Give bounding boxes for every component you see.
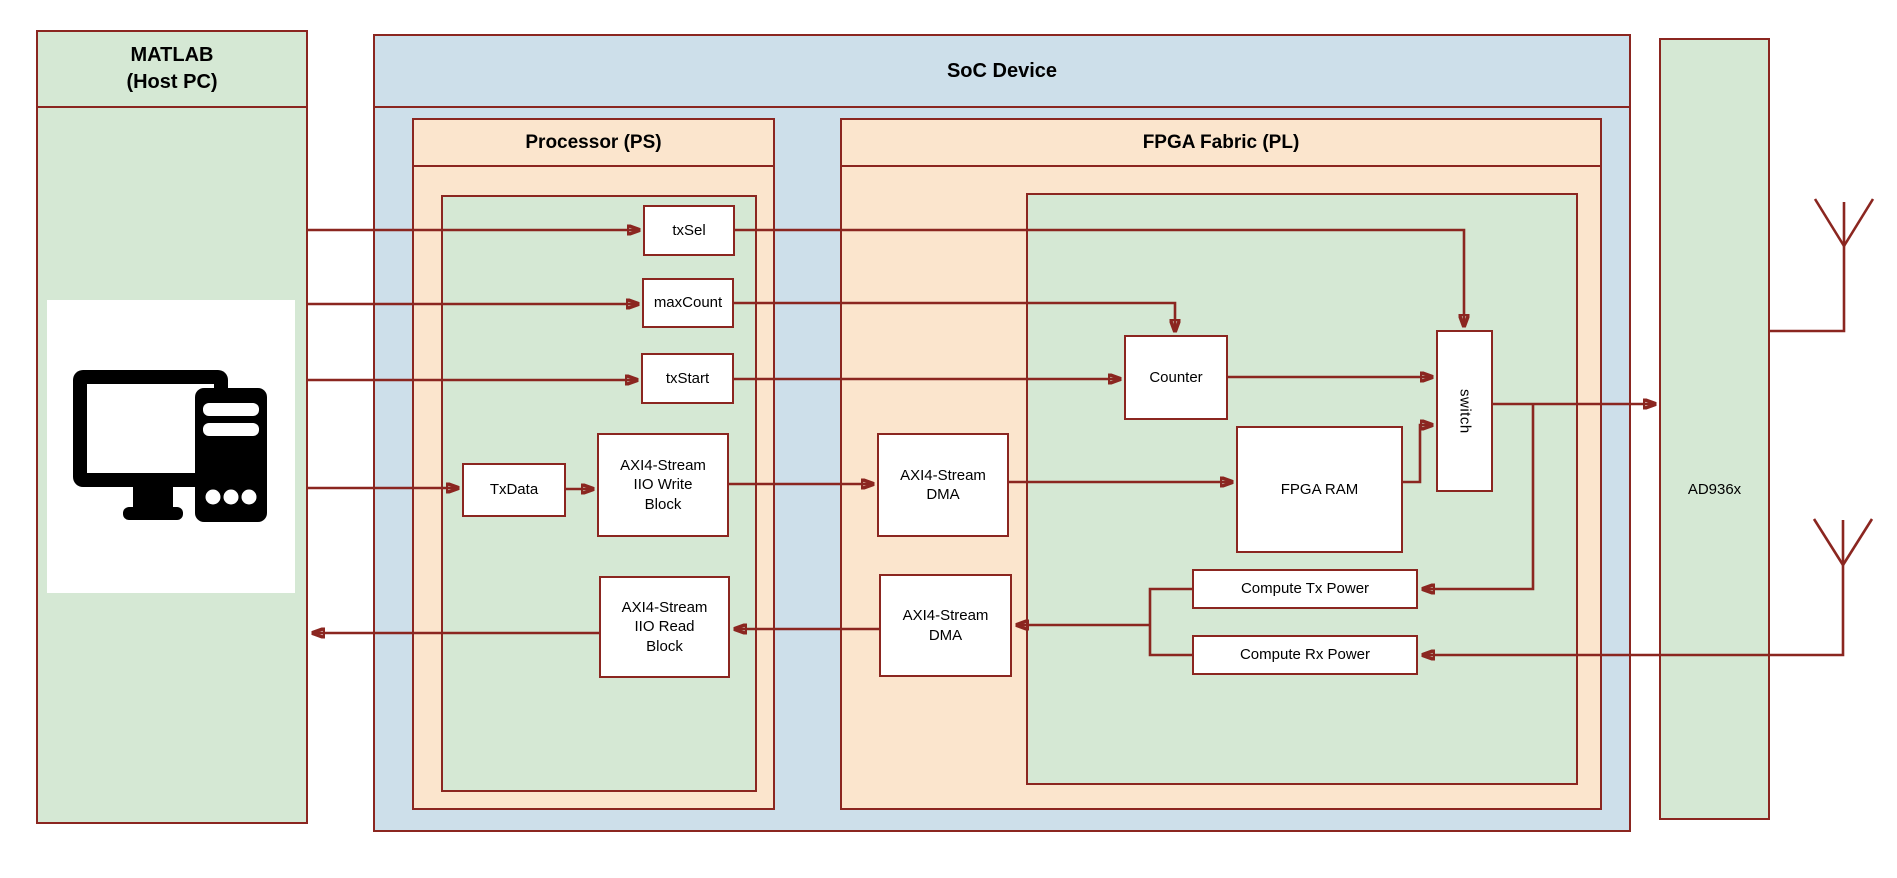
dma-top-label: AXI4-Stream DMA xyxy=(900,466,986,504)
txstart-block: txStart xyxy=(641,353,734,404)
maxcount-label: maxCount xyxy=(653,294,723,312)
fpga-ram-block: FPGA RAM xyxy=(1236,426,1403,553)
iio-write-label: AXI4-Stream IIO Write Block xyxy=(620,456,706,513)
matlab-title-line2: (Host PC) xyxy=(126,71,218,93)
counter-block: Counter xyxy=(1124,335,1228,420)
counter-label: Counter xyxy=(1149,368,1203,386)
compute-tx-power-block: Compute Tx Power xyxy=(1192,569,1418,609)
txsel-block: txSel xyxy=(643,205,735,256)
compute-rx-power-label: Compute Rx Power xyxy=(1239,646,1371,664)
tx-antenna-stem xyxy=(1770,202,1846,333)
ad936x-label: AD936x xyxy=(1687,481,1742,498)
axi4-stream-dma-bottom-block: AXI4-Stream DMA xyxy=(879,574,1012,677)
rx-antenna-arm-left xyxy=(1812,518,1845,566)
switch-block: switch xyxy=(1436,330,1493,492)
fpga-ram-label: FPGA RAM xyxy=(1280,480,1359,498)
tx-antenna-arm-right xyxy=(1842,198,1875,247)
txstart-label: txStart xyxy=(665,369,710,387)
txdata-label: TxData xyxy=(489,481,539,499)
tx-antenna-icon xyxy=(1770,198,1875,333)
compute-tx-power-label: Compute Tx Power xyxy=(1240,580,1370,598)
iio-read-label: AXI4-Stream IIO Read Block xyxy=(621,598,708,655)
axi4-stream-iio-write-block: AXI4-Stream IIO Write Block xyxy=(597,433,729,537)
txsel-label: txSel xyxy=(672,221,706,239)
fpga-fabric-pl-title: FPGA Fabric (PL) xyxy=(842,120,1600,167)
matlab-host-title: MATLAB (Host PC) xyxy=(38,32,306,108)
host-pc-image-panel xyxy=(47,300,295,593)
switch-label: switch xyxy=(1456,388,1474,434)
fpga-fabric-pl-title-text: FPGA Fabric (PL) xyxy=(1142,131,1300,153)
host-pc-computer-icon xyxy=(73,370,267,522)
axi4-stream-iio-read-block: AXI4-Stream IIO Read Block xyxy=(599,576,730,678)
maxcount-block: maxCount xyxy=(642,278,734,328)
compute-rx-power-block: Compute Rx Power xyxy=(1192,635,1418,675)
axi4-stream-dma-top-block: AXI4-Stream DMA xyxy=(877,433,1009,537)
tx-antenna-arm-left xyxy=(1813,198,1846,247)
rx-antenna-icon xyxy=(1812,518,1874,566)
dma-bottom-label: AXI4-Stream DMA xyxy=(902,607,989,644)
processor-ps-title-text: Processor (PS) xyxy=(525,131,662,153)
processor-ps-title: Processor (PS) xyxy=(414,120,773,167)
txdata-block: TxData xyxy=(462,463,566,517)
soc-device-title: SoC Device xyxy=(375,36,1629,108)
soc-device-title-text: SoC Device xyxy=(946,59,1058,82)
ad936x-container: AD936x xyxy=(1659,38,1770,820)
rx-antenna-arm-right xyxy=(1841,518,1874,566)
matlab-title-line1: MATLAB xyxy=(130,44,214,66)
